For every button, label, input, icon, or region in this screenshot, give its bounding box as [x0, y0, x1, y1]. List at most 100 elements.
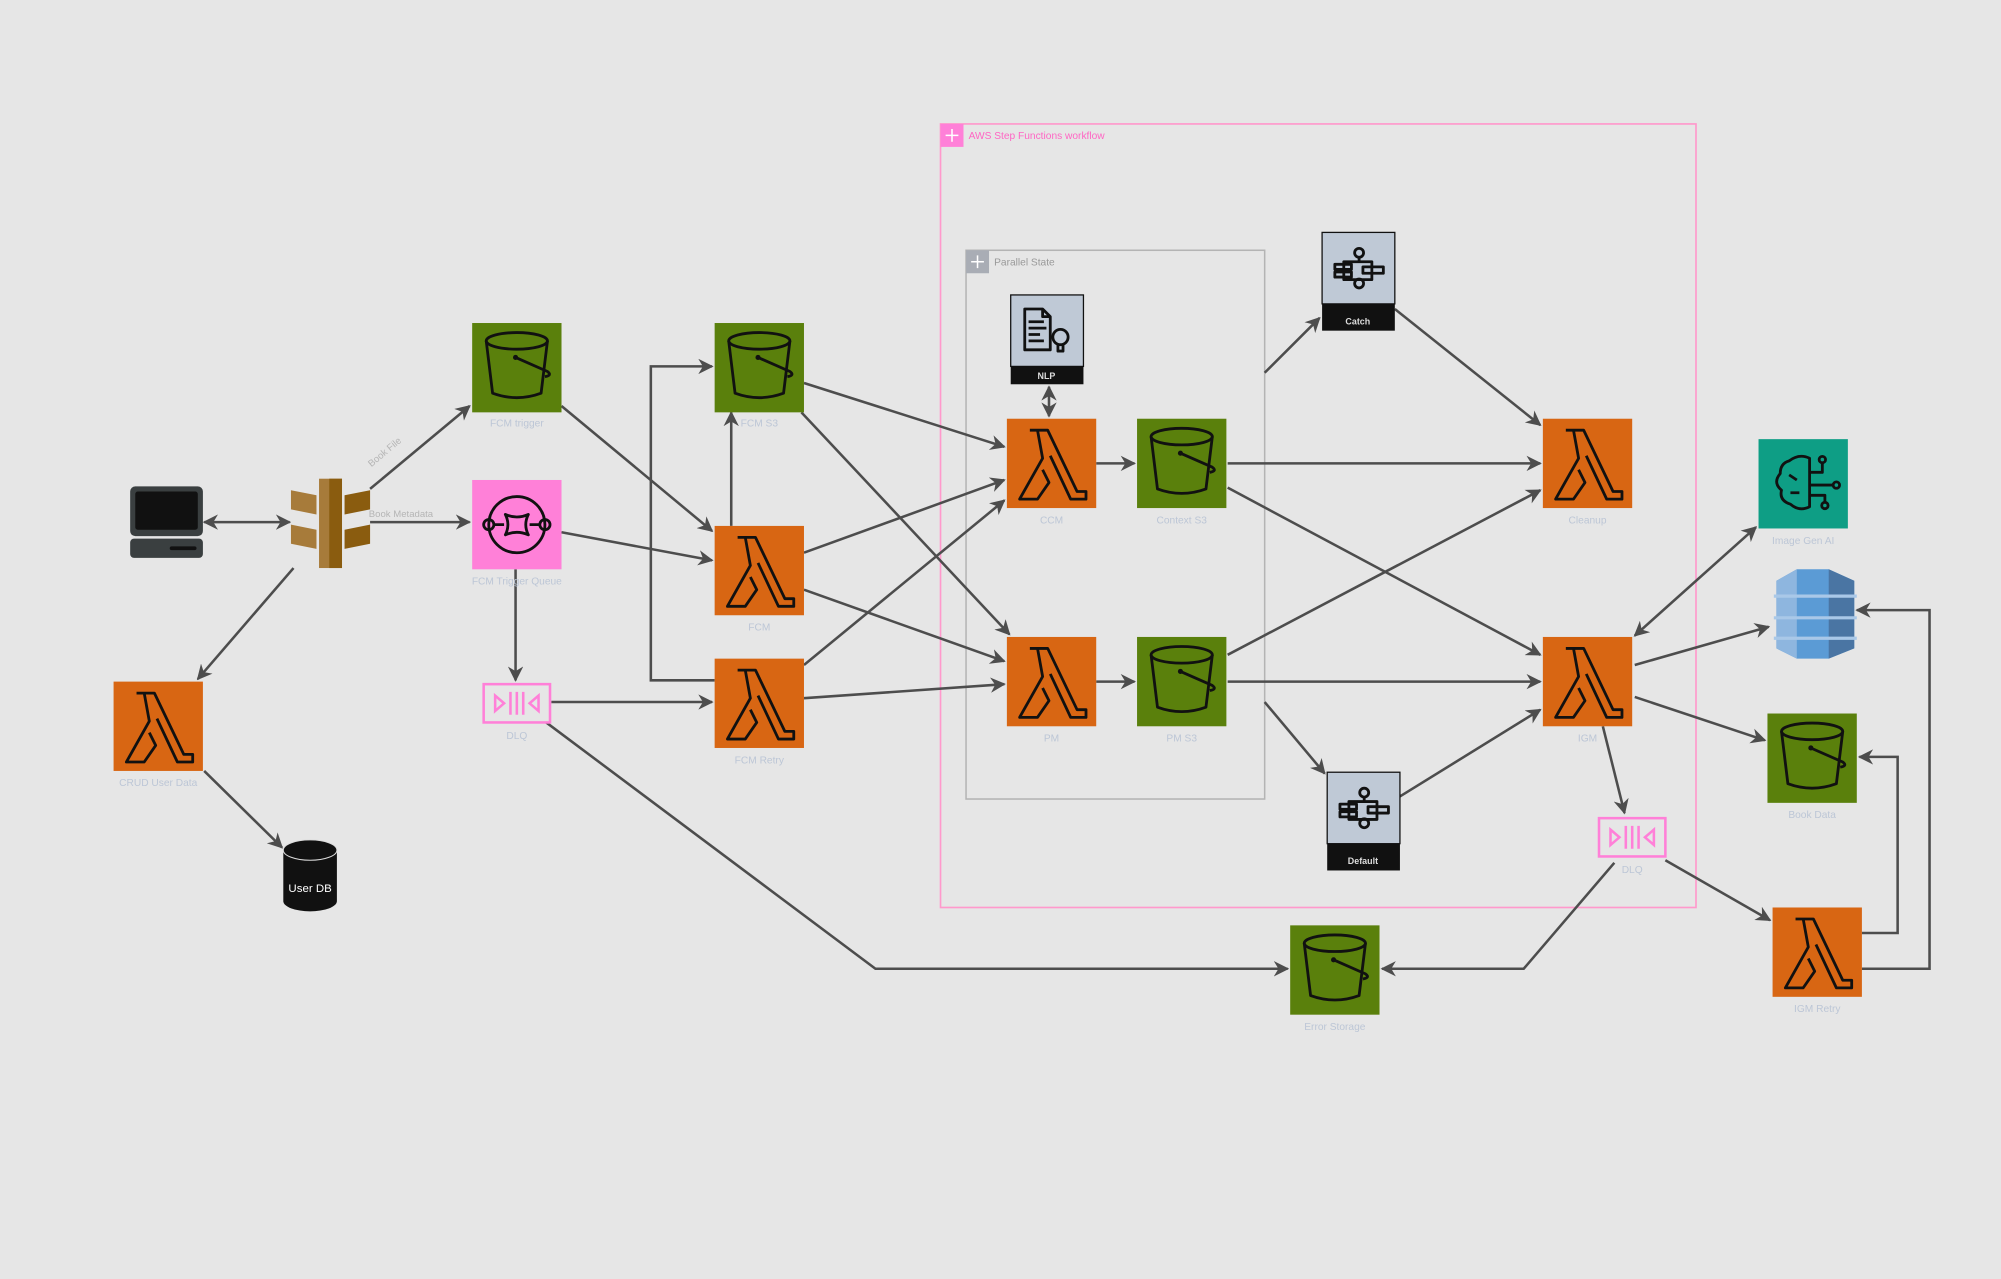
edge-dlq-igm-retry[interactable]: [1664, 859, 1772, 922]
edge-igm-dynamodb[interactable]: [1634, 623, 1771, 667]
fcm-trigger-bucket[interactable]: FCM trigger: [470, 321, 563, 429]
edge-igm-retry-book-data[interactable]: [1857, 749, 1899, 935]
edge-dlq2-error-storage[interactable]: [1380, 861, 1616, 977]
user-db-label: User DB: [288, 883, 332, 895]
parallel-state-title: Parallel State: [994, 258, 1055, 269]
dlq-fcm[interactable]: DLQ: [482, 682, 552, 742]
lambda-icon: [112, 680, 205, 773]
edge-label-book-metadata: Book Metadata: [369, 509, 434, 520]
lambda-icon: [1005, 635, 1098, 728]
dlq-igm[interactable]: DLQ: [1597, 816, 1667, 876]
igm-retry-lambda[interactable]: IGM Retry: [1771, 906, 1864, 1015]
edge-trigger-fcm[interactable]: [560, 404, 714, 533]
crud-user-data-lambda[interactable]: CRUD User Data: [112, 680, 205, 790]
fcm-lambda[interactable]: FCM: [713, 524, 806, 634]
ai-brain-icon: [1775, 454, 1841, 511]
pm-s3-bucket[interactable]: PM S3: [1135, 635, 1228, 745]
edge-igm-dlq[interactable]: [1601, 725, 1629, 815]
edge-default-igm[interactable]: [1399, 708, 1542, 798]
node-label: FCM: [748, 623, 770, 634]
edge-fcm-retry-fcm-s3[interactable]: [649, 358, 715, 682]
sqs-queue-icon: [482, 495, 552, 555]
edge-igm-retry-dynamodb[interactable]: [1855, 602, 1931, 971]
node-label: CRUD User Data: [119, 778, 197, 789]
edge-parallel-default[interactable]: [1263, 701, 1326, 775]
edge-pm-s3-cleanup[interactable]: [1227, 489, 1542, 656]
default-label: Default: [1348, 856, 1378, 866]
node-label: Context S3: [1157, 515, 1208, 526]
book-data-bucket[interactable]: Book Data: [1766, 712, 1859, 822]
edge-queue-fcm[interactable]: [561, 531, 714, 566]
lambda-icon: [1005, 417, 1098, 510]
error-storage-bucket[interactable]: Error Storage: [1288, 923, 1381, 1033]
edge-fcm-s3-ccm[interactable]: [803, 381, 1006, 450]
parallel-state-container: Parallel State: [965, 249, 1266, 800]
edge-igm-image-gen-ai[interactable]: [1633, 526, 1758, 637]
node-label: Cleanup: [1569, 515, 1607, 526]
node-label: IGM Retry: [1794, 1004, 1841, 1015]
fcm-trigger-queue[interactable]: FCM Trigger Queue: [472, 479, 562, 588]
node-label: DLQ: [506, 731, 527, 742]
lambda-icon: [713, 524, 806, 617]
lambda-icon: [1771, 906, 1864, 999]
step-functions-icon: [940, 123, 964, 147]
edge-fcm-retry-ccm[interactable]: [803, 499, 1006, 667]
image-gen-ai[interactable]: Image Gen AI: [1758, 439, 1848, 547]
catch-state[interactable]: Catch: [1320, 231, 1397, 333]
s3-bucket-icon: [470, 321, 563, 414]
lambda-icon: [1541, 417, 1634, 510]
edge-dlq-error-storage[interactable]: [545, 721, 1290, 977]
s3-bucket-icon: [1288, 923, 1381, 1017]
api-gateway-icon: [290, 478, 371, 569]
parallel-state-icon: [966, 250, 990, 274]
edge-igm-book-data[interactable]: [1634, 695, 1767, 744]
node-label: FCM Trigger Queue: [472, 577, 562, 588]
fcm-retry-lambda[interactable]: FCM Retry: [713, 657, 806, 767]
document-lightbulb-icon: [1023, 307, 1070, 353]
dlq-icon: [482, 682, 552, 724]
user-db[interactable]: User DB: [282, 839, 338, 912]
ccm-lambda[interactable]: CCM: [1005, 417, 1098, 527]
nlp-node[interactable]: NLP: [1010, 294, 1085, 385]
node-label: FCM Retry: [735, 755, 785, 766]
edges: Book File Book Metadata: [196, 307, 1931, 977]
node-label: IGM: [1578, 734, 1597, 745]
s3-bucket-icon: [1766, 712, 1859, 805]
edge-fcm-retry-pm[interactable]: [803, 677, 1006, 700]
node-label: PM S3: [1166, 734, 1197, 745]
node-label: DLQ: [1622, 865, 1643, 876]
s3-bucket-icon: [1135, 635, 1228, 728]
node-label: FCM S3: [741, 418, 779, 429]
igm-lambda[interactable]: IGM: [1541, 635, 1634, 745]
default-state[interactable]: Default: [1325, 770, 1402, 872]
cleanup-lambda[interactable]: Cleanup: [1541, 417, 1634, 527]
node-label: Error Storage: [1304, 1022, 1365, 1033]
edge-crud-userdb[interactable]: [203, 770, 284, 849]
lambda-icon: [713, 657, 806, 750]
edge-apigw-crud[interactable]: [196, 567, 295, 681]
catch-label: Catch: [1345, 316, 1370, 326]
node-label: PM: [1044, 734, 1059, 745]
fcm-s3-bucket[interactable]: FCM S3: [713, 321, 806, 429]
node-label: Book Data: [1788, 810, 1836, 821]
dynamodb-table[interactable]: [1773, 569, 1857, 659]
edge-apigw-fcm-trigger[interactable]: [369, 404, 471, 490]
edge-fcm-s3-pm[interactable]: [800, 411, 1011, 636]
edge-parallel-catch[interactable]: [1263, 316, 1321, 374]
edge-fcm-pm[interactable]: [803, 588, 1006, 664]
context-s3-bucket[interactable]: Context S3: [1135, 417, 1228, 527]
lambda-icon: [1541, 635, 1634, 728]
edge-fcm-ccm[interactable]: [803, 477, 1006, 554]
s3-bucket-icon: [1135, 417, 1228, 510]
client-computer[interactable]: [130, 486, 203, 558]
computer-icon: [130, 486, 203, 558]
pm-lambda[interactable]: PM: [1005, 635, 1098, 745]
dynamodb-icon: [1773, 569, 1857, 659]
node-label: CCM: [1040, 515, 1063, 526]
api-gateway[interactable]: [290, 478, 371, 569]
node-label: Image Gen AI: [1772, 536, 1834, 547]
database-icon: [282, 839, 338, 912]
edge-catch-cleanup[interactable]: [1394, 307, 1542, 427]
step-functions-container: AWS Step Functions workflow: [939, 123, 1697, 909]
